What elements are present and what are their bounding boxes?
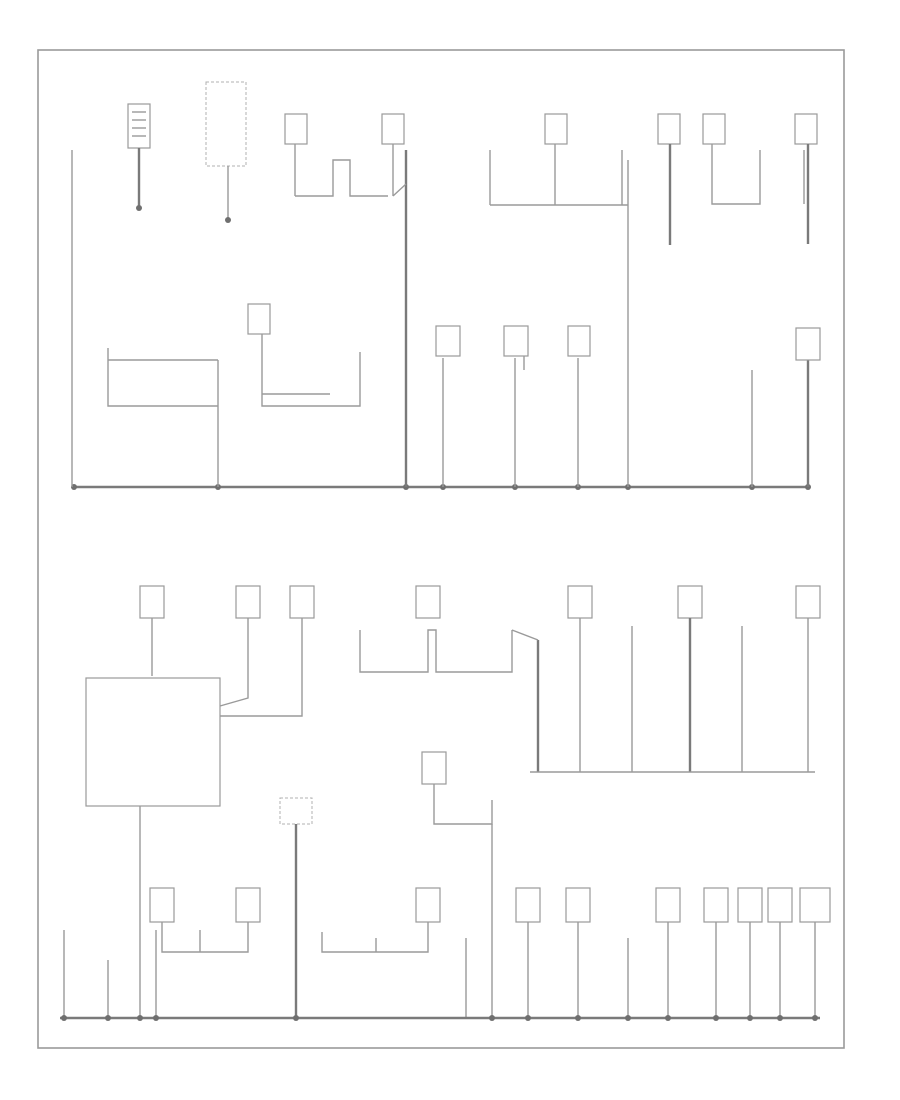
upper-top-components xyxy=(127,81,818,245)
middle-components xyxy=(139,585,821,773)
lower-ground-bus xyxy=(60,1015,820,1021)
diagram-frame xyxy=(37,49,845,1049)
lower-components xyxy=(63,751,831,1018)
battery-terminal xyxy=(127,103,151,149)
upper-ground-bus xyxy=(71,484,811,490)
control-module xyxy=(85,677,221,1018)
upper-middle-components xyxy=(107,303,821,407)
upper-drops xyxy=(71,150,810,487)
